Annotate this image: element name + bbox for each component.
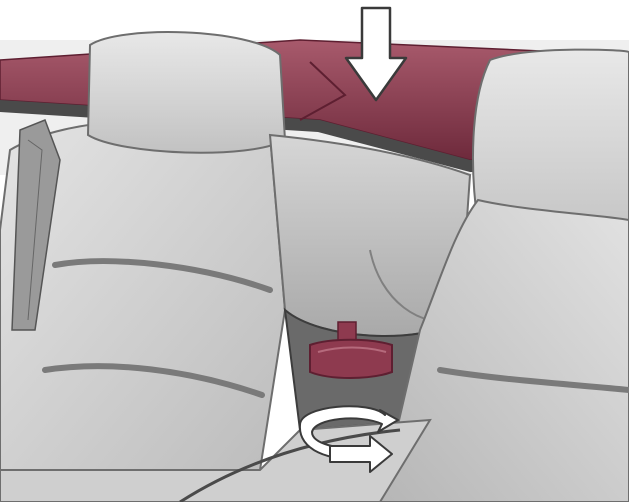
t-handle-release (310, 340, 392, 378)
left-headrest (88, 32, 285, 153)
